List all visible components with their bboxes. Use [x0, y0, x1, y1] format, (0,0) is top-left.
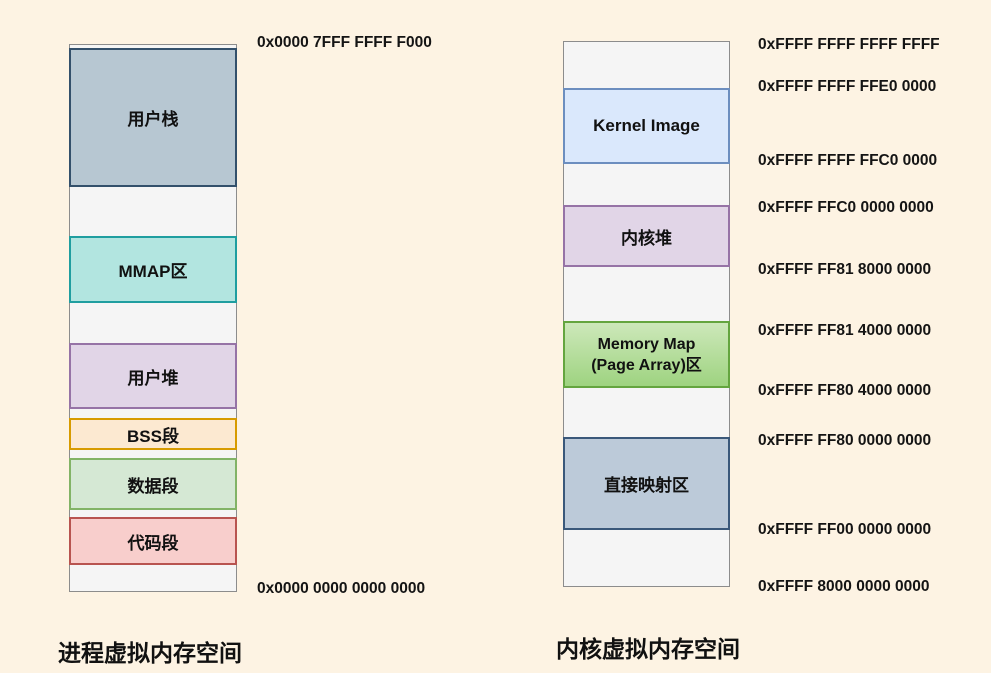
kernel-space-title: 内核虚拟内存空间 — [556, 636, 740, 662]
segment-mmap-area: MMAP区 — [69, 236, 237, 303]
segment-label: 用户栈 — [127, 110, 179, 129]
kernel-address: 0xFFFF 8000 0000 0000 — [758, 578, 930, 595]
segment-label: 内核堆 — [621, 228, 672, 248]
segment-kernel-image: Kernel Image — [563, 88, 730, 164]
segment-kernel-heap: 内核堆 — [563, 205, 730, 267]
segment-label-line2: (Page Array)区 — [591, 356, 702, 374]
segment-data: 数据段 — [69, 458, 237, 510]
process-space-title: 进程虚拟内存空间 — [58, 640, 242, 666]
kernel-address: 0xFFFF FFFF FFE0 0000 — [758, 78, 937, 95]
segment-label: 数据段 — [127, 476, 179, 496]
segment-direct-mapping: 直接映射区 — [563, 437, 730, 530]
segment-user-stack: 用户栈 — [69, 48, 237, 187]
segment-label-line1: Memory Map — [597, 335, 696, 353]
segment-label: BSS段 — [127, 426, 179, 446]
segment-label: 用户堆 — [127, 368, 179, 388]
kernel-address: 0xFFFF FFFF FFFF FFFF — [758, 36, 940, 53]
kernel-address: 0xFFFF FFFF FFC0 0000 — [758, 152, 938, 169]
segment-label: 直接映射区 — [604, 476, 689, 495]
kernel-address: 0xFFFF FF80 0000 0000 — [758, 432, 932, 449]
process-address-top: 0x0000 7FFF FFFF F000 — [257, 34, 432, 51]
kernel-address: 0xFFFF FF81 4000 0000 — [758, 322, 932, 339]
kernel-address: 0xFFFF FF80 4000 0000 — [758, 382, 932, 399]
process-address-bottom: 0x0000 0000 0000 0000 — [257, 580, 426, 597]
segment-bss: BSS段 — [69, 418, 237, 450]
segment-user-heap: 用户堆 — [69, 343, 237, 409]
segment-label: 代码段 — [127, 533, 179, 553]
kernel-address: 0xFFFF FFC0 0000 0000 — [758, 199, 934, 216]
kernel-address: 0xFFFF FF81 8000 0000 — [758, 261, 932, 278]
kernel-address: 0xFFFF FF00 0000 0000 — [758, 521, 932, 538]
segment-code: 代码段 — [69, 517, 237, 565]
segment-label: Kernel Image — [593, 116, 700, 135]
segment-label: MMAP区 — [118, 262, 188, 281]
segment-memory-map-page-array: Memory Map (Page Array)区 — [563, 321, 730, 388]
